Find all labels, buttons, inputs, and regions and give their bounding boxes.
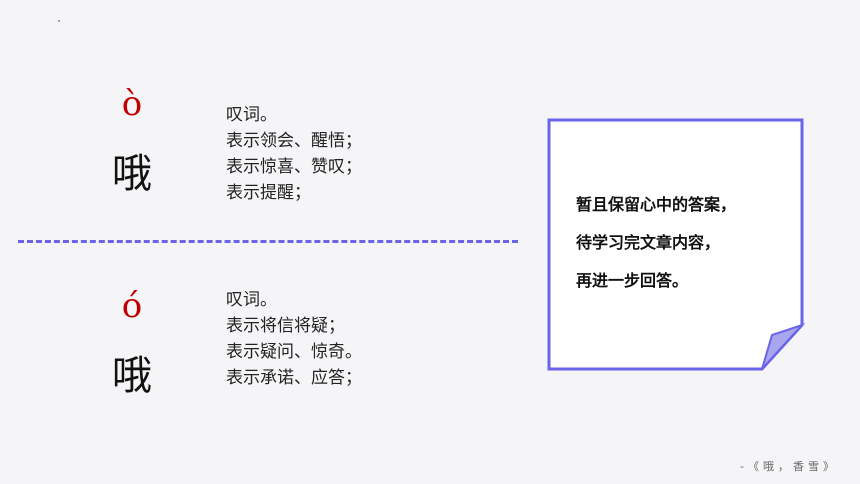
definition-item: 叹词。 [226,105,277,125]
character-o-1: 哦 [112,151,152,197]
note-line: 暂且保留心中的答案， [576,195,737,214]
definition-item: 表示领会、醒悟； [226,131,362,151]
definition-item: 表示疑问、惊奇。 [226,342,362,362]
note-card [547,118,806,371]
definition-item: 表示将信将疑； [226,316,345,336]
pinyin-o-falling: ò [121,84,143,124]
dashed-divider [18,240,518,243]
note-text: 暂且保留心中的答案， 待学习完文章内容， 再进一步回答。 [576,186,736,300]
footer-source: -《哦，香雪》 [740,460,838,473]
definition-item: 表示提醒； [226,183,311,203]
definition-list-2: 叹词。 表示将信将疑； 表示疑问、惊奇。 表示承诺、应答； [226,287,362,391]
pinyin-o-rising: ó [121,286,143,326]
definition-item: 表示惊喜、赞叹； [226,157,362,177]
decorative-dot [58,20,60,22]
note-line: 待学习完文章内容， [576,233,721,252]
definition-item: 叹词。 [226,290,277,310]
definition-list-1: 叹词。 表示领会、醒悟； 表示惊喜、赞叹； 表示提醒； [226,102,362,206]
definition-item: 表示承诺、应答； [226,368,362,388]
note-line: 再进一步回答。 [576,271,689,290]
page-curl-icon [761,322,806,370]
character-o-2: 哦 [112,353,152,399]
